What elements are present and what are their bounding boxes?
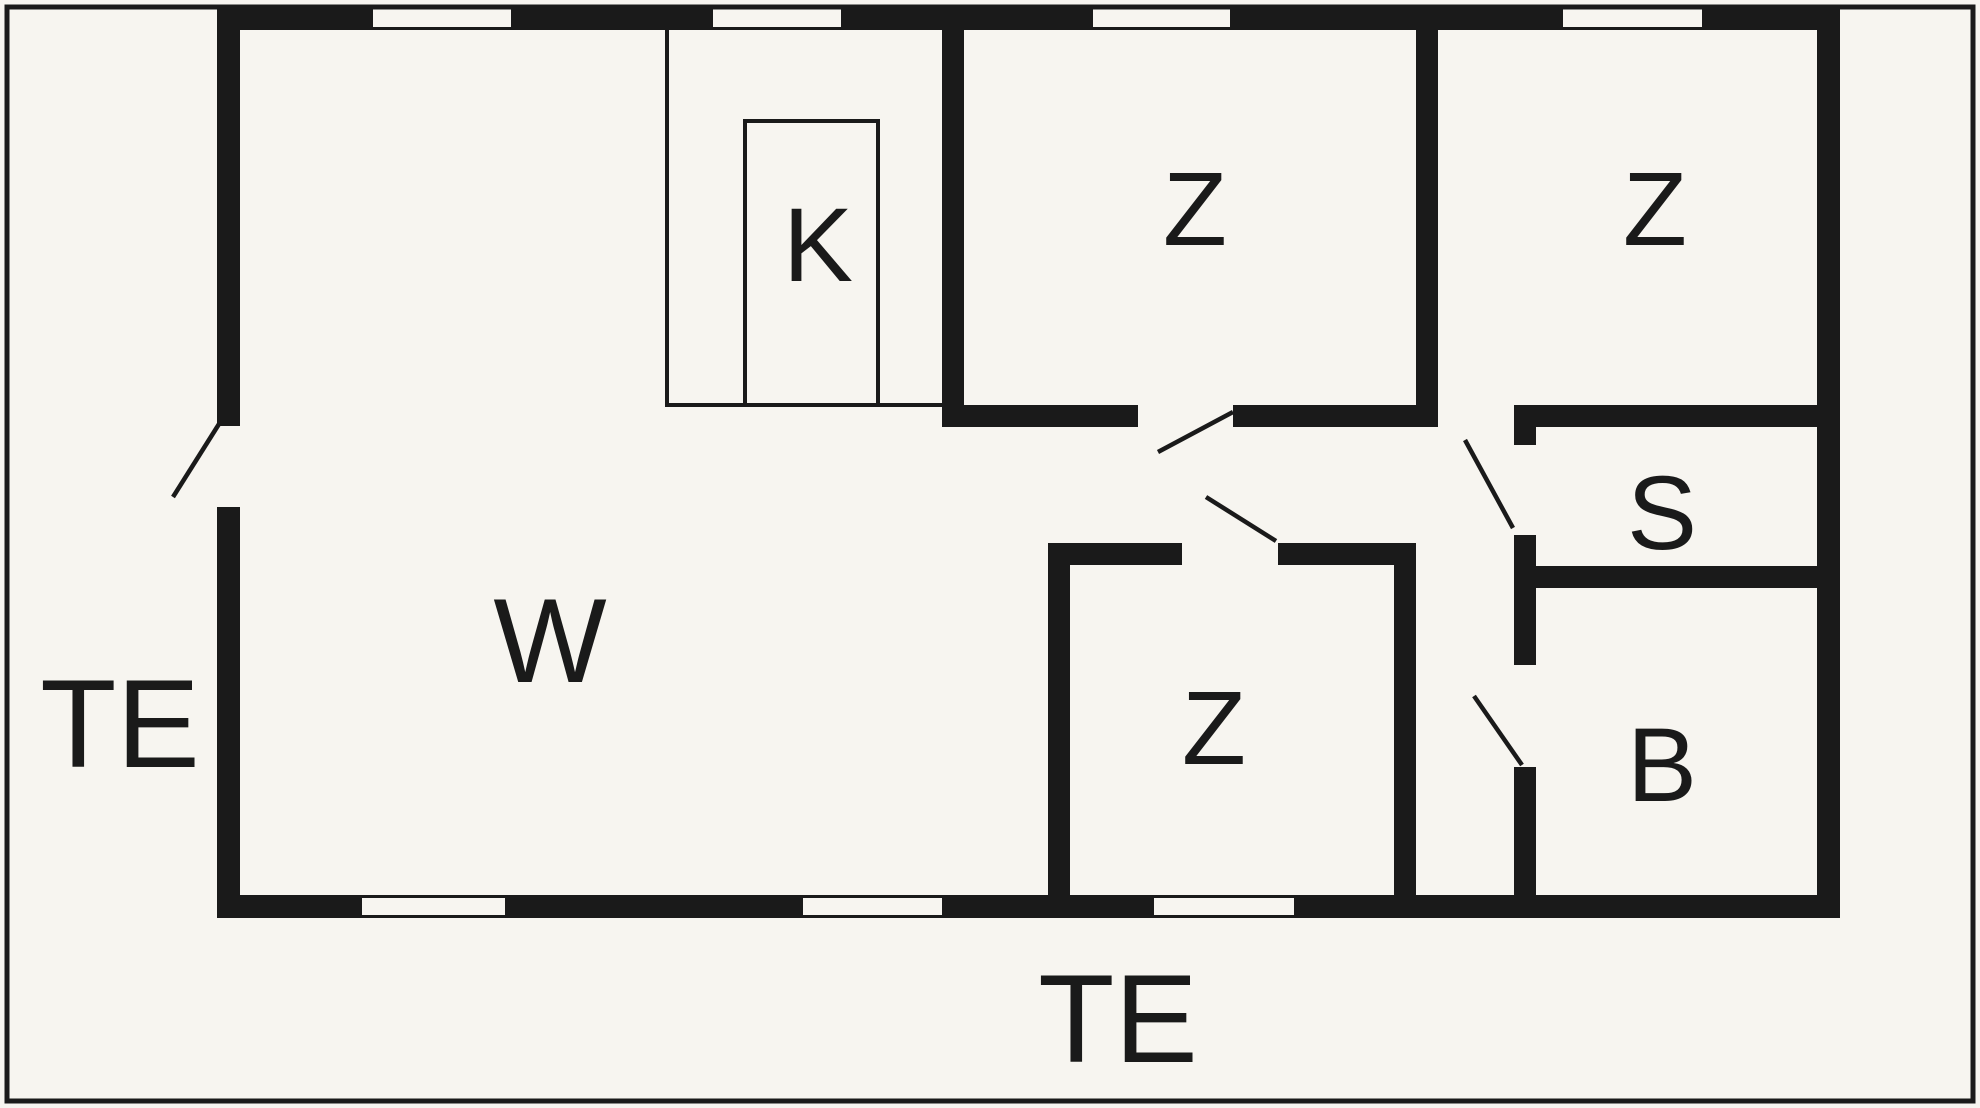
kitchen-counter-line	[743, 119, 880, 123]
room-label-terrace-south: TE	[1038, 950, 1198, 1089]
door-swing-bedroom-top	[1156, 410, 1235, 454]
wall-bottom-segment	[505, 895, 803, 918]
exterior-walls	[217, 6, 1840, 918]
interior-walls	[942, 30, 1840, 918]
wall-top-segment	[217, 6, 373, 30]
room-label-bedroom-top-right: Z	[1623, 151, 1687, 268]
door-swing-storage	[1463, 438, 1515, 530]
interior-wall	[1394, 543, 1416, 895]
wall-top-segment	[841, 6, 1093, 30]
kitchen-partition-line	[665, 403, 946, 407]
wall-left-segment	[217, 6, 240, 422]
room-label-terrace-west: TE	[40, 655, 200, 794]
interior-wall	[1233, 405, 1438, 427]
room-label-bedroom-bottom: Z	[1182, 670, 1246, 787]
interior-wall	[942, 30, 964, 427]
window-line	[1093, 27, 1230, 30]
window-line	[362, 895, 505, 898]
windows	[362, 6, 1702, 918]
interior-wall	[1514, 405, 1536, 445]
window-line	[1154, 915, 1294, 918]
wall-bottom-segment	[217, 895, 362, 918]
window-line	[1563, 6, 1702, 9]
room-label-bedroom-top-middle: Z	[1163, 151, 1227, 268]
interior-wall	[1278, 543, 1416, 565]
door-swing-bedroom-bottom	[1204, 495, 1278, 543]
interior-wall	[1048, 543, 1070, 895]
room-label-bathroom: B	[1627, 707, 1697, 824]
entrance-jamb-line	[217, 422, 240, 426]
interior-wall	[1416, 30, 1438, 427]
window-line	[373, 6, 511, 9]
wall-bottom-segment	[942, 895, 1154, 918]
doors	[171, 410, 1524, 767]
door-swing-bathroom	[1472, 694, 1524, 767]
interior-wall	[1514, 588, 1536, 665]
window-line	[373, 27, 511, 30]
window-line	[362, 915, 505, 918]
wall-top-segment	[1230, 6, 1563, 30]
interior-wall	[1048, 543, 1182, 565]
window-line	[803, 915, 942, 918]
kitchen-fixtures	[665, 30, 946, 407]
window-line	[1563, 27, 1702, 30]
room-label-kitchen: K	[783, 187, 853, 304]
entrance-jamb-line	[217, 507, 240, 511]
kitchen-partition-line	[665, 30, 669, 407]
wall-right	[1817, 6, 1840, 918]
interior-wall	[942, 405, 1138, 427]
room-label-living-room: W	[493, 574, 606, 708]
wall-bottom-segment	[1294, 895, 1840, 918]
window-line	[1093, 6, 1230, 9]
wall-top-segment	[511, 6, 713, 30]
interior-wall	[1514, 566, 1840, 588]
kitchen-counter-line	[876, 119, 880, 407]
interior-wall	[1514, 767, 1536, 918]
window-line	[713, 6, 841, 9]
room-label-storage: S	[1627, 455, 1697, 572]
window-line	[713, 27, 841, 30]
window-line	[1154, 895, 1294, 898]
kitchen-counter-line	[743, 119, 747, 407]
window-line	[803, 895, 942, 898]
door-swing-entrance	[171, 422, 221, 499]
room-labels: K Z Z Z S B W TE TE	[40, 151, 1697, 1089]
wall-left-segment	[217, 511, 240, 918]
interior-wall	[1514, 405, 1840, 427]
